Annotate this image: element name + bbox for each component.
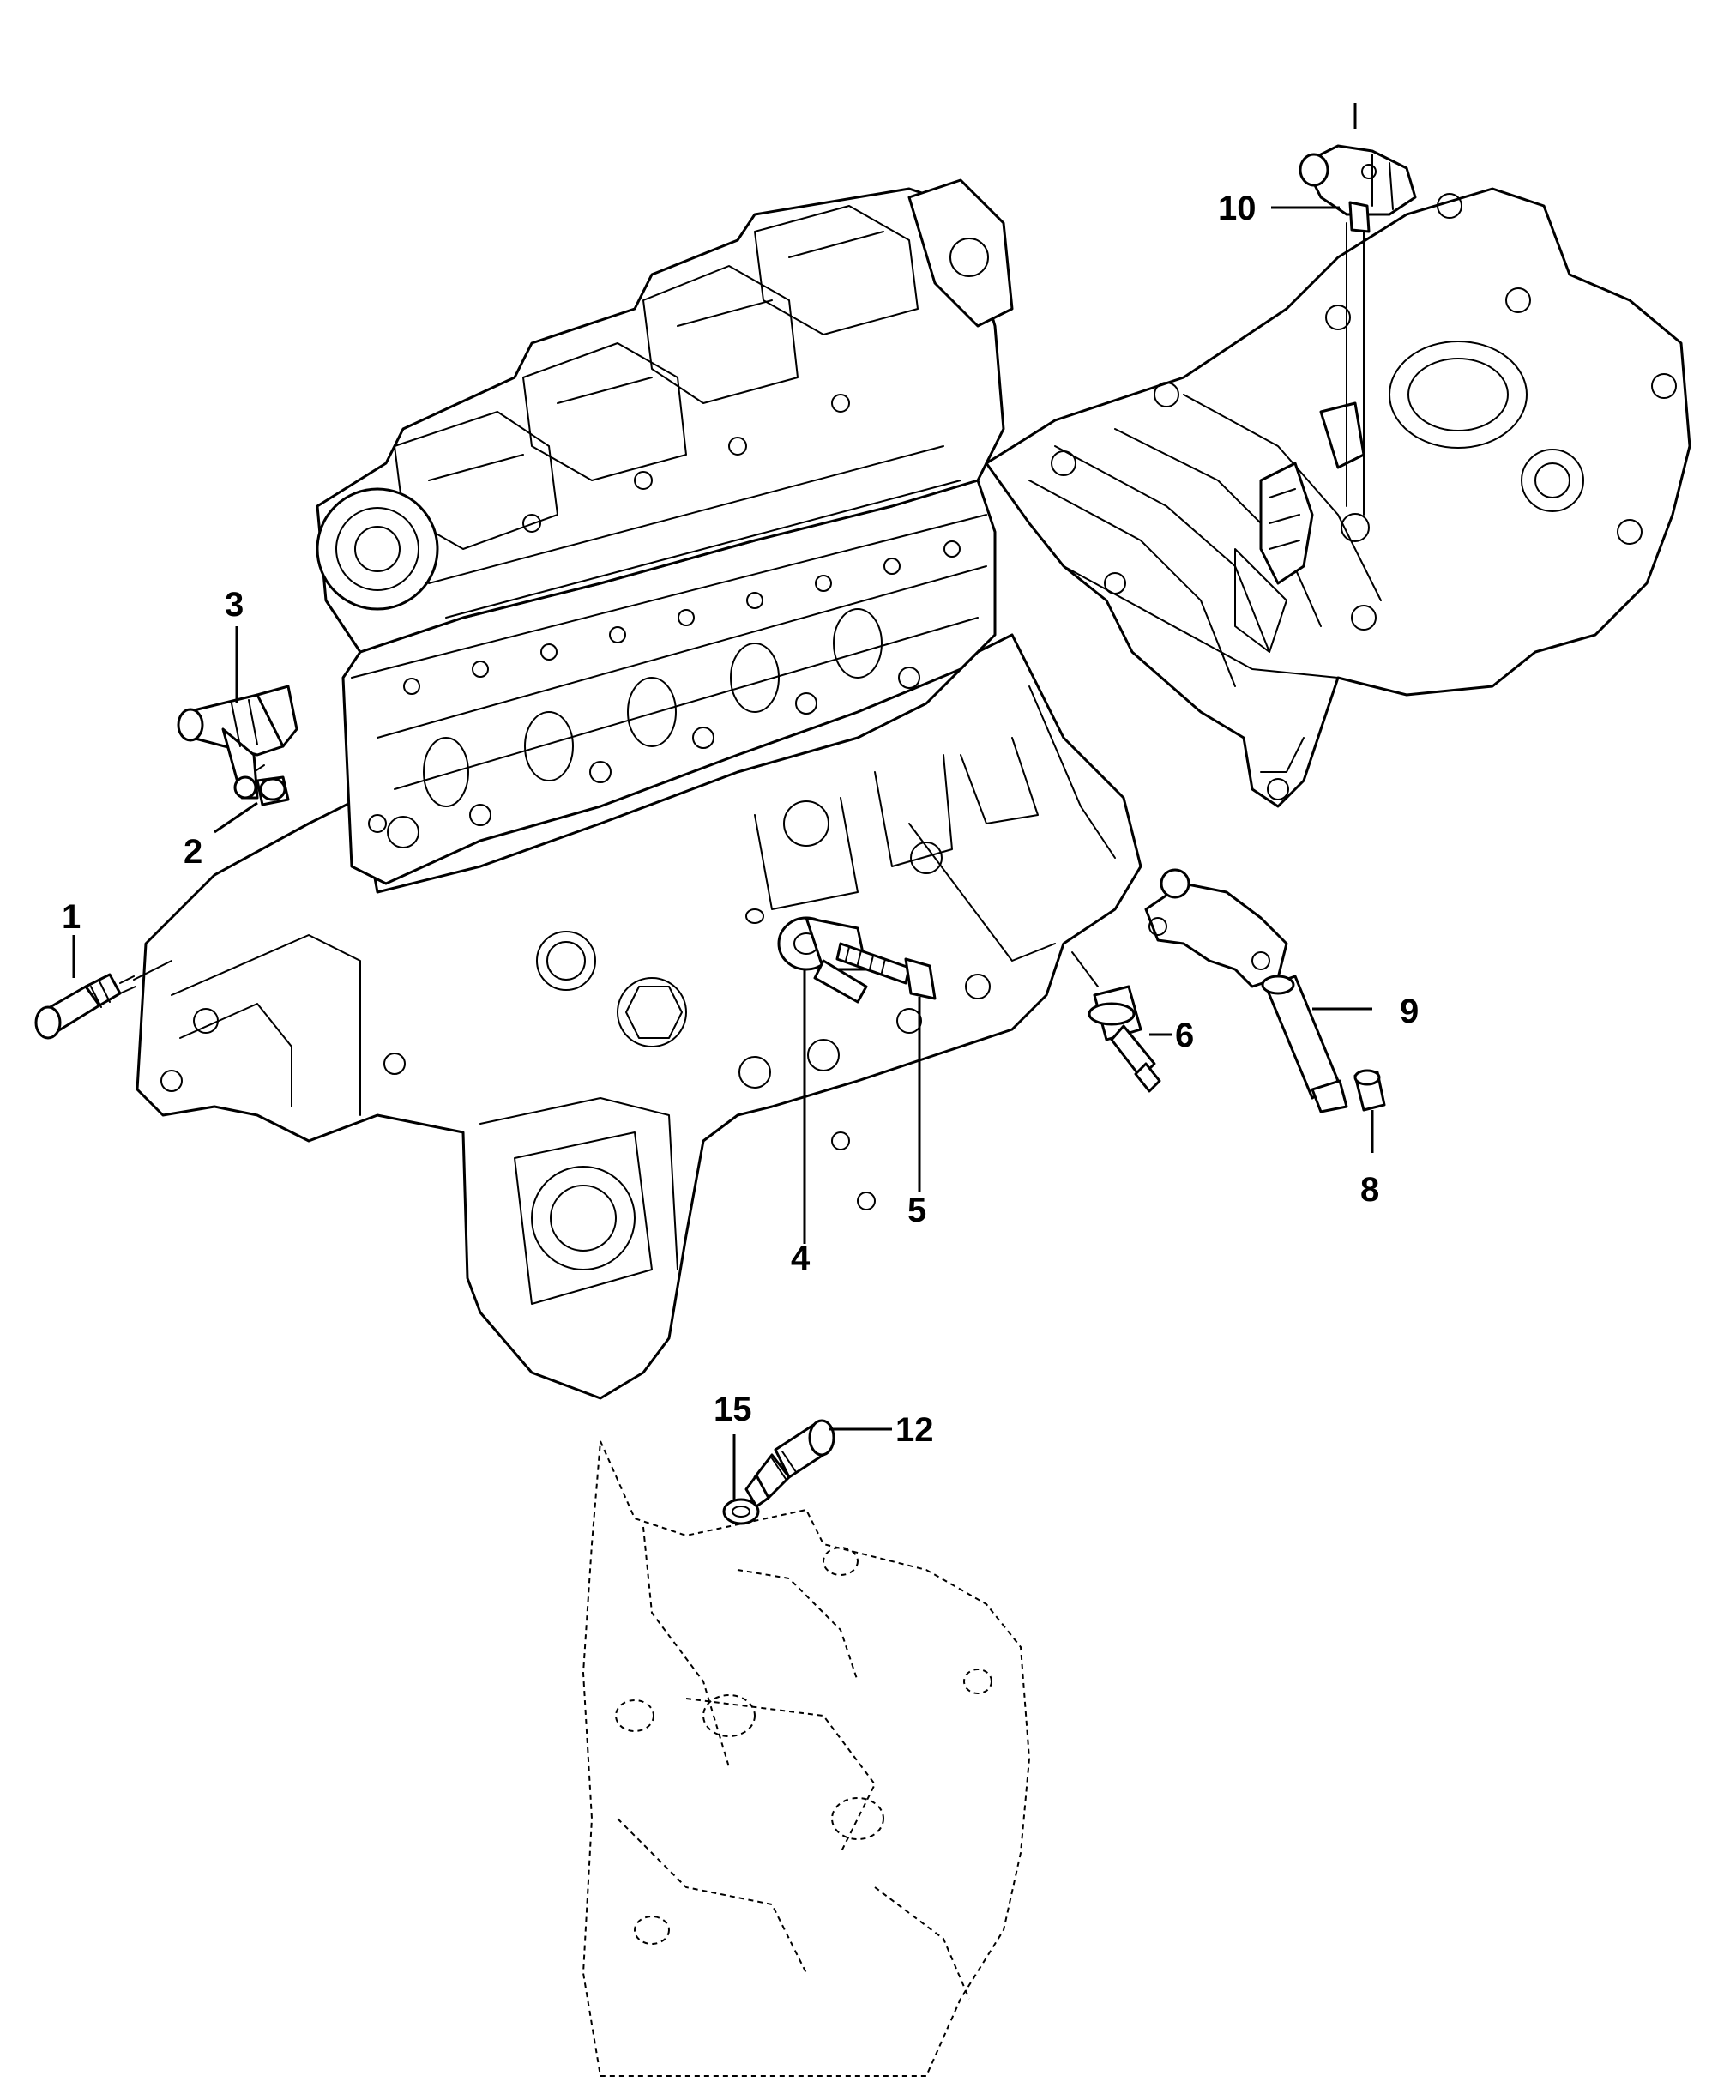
callout-12: 12 bbox=[895, 1411, 934, 1449]
part-3-camshaft-sensor bbox=[177, 626, 298, 800]
callout-labels: 1 2 3 4 5 6 8 9 10 12 15 bbox=[62, 190, 1419, 1449]
part-15-seal-ring bbox=[722, 1434, 760, 1525]
cylinder-head bbox=[341, 479, 997, 885]
callout-2: 2 bbox=[184, 833, 202, 871]
part-1-temperature-sensor bbox=[34, 935, 172, 1040]
callout-6: 6 bbox=[1175, 1017, 1194, 1054]
cam-carrier bbox=[316, 178, 1014, 654]
callout-9: 9 bbox=[1400, 993, 1419, 1030]
transmission-housing bbox=[582, 1440, 1031, 2077]
part-8-screw bbox=[1353, 1069, 1386, 1153]
callout-1: 1 bbox=[62, 898, 81, 936]
part-5-bolt bbox=[835, 942, 937, 1192]
head-bolt-holes bbox=[403, 540, 961, 695]
part-4-knock-sensor bbox=[745, 908, 868, 1244]
callout-5: 5 bbox=[907, 1192, 926, 1229]
intake-manifold bbox=[985, 187, 1691, 808]
callout-3: 3 bbox=[225, 586, 244, 624]
part-12-sensor bbox=[744, 1419, 892, 1508]
part-2-bolt bbox=[214, 764, 290, 834]
callout-4: 4 bbox=[791, 1240, 811, 1277]
callout-10: 10 bbox=[1218, 190, 1257, 227]
part-10-map-sensor bbox=[1271, 103, 1417, 233]
callout-8: 8 bbox=[1360, 1171, 1379, 1209]
part-9-crankshaft-sensor bbox=[1144, 868, 1372, 1113]
engine-block bbox=[136, 633, 1142, 1400]
part-6-pressure-switch bbox=[1071, 951, 1172, 1093]
callout-15: 15 bbox=[714, 1391, 752, 1428]
